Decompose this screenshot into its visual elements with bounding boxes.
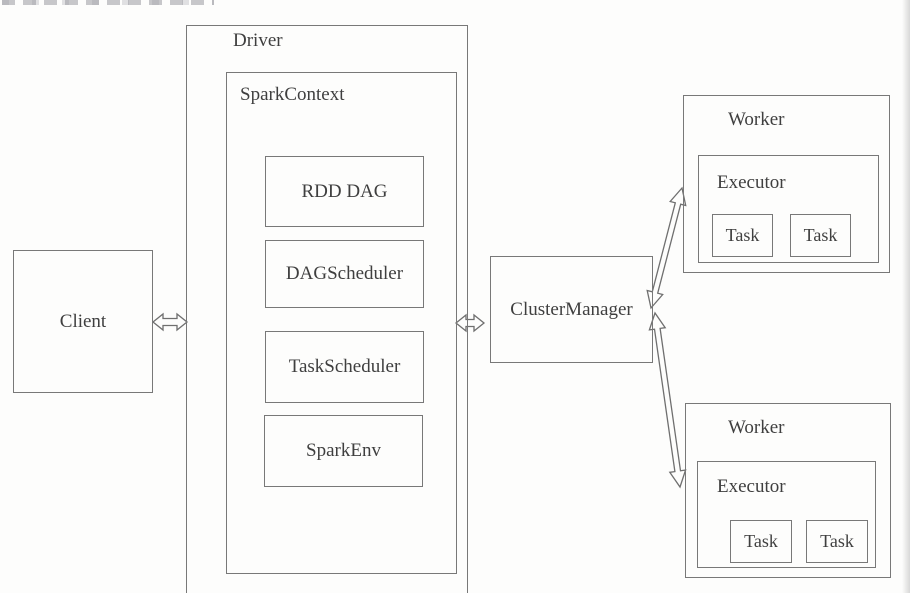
dagscheduler-box: DAGScheduler	[265, 240, 424, 308]
clustermanager-worker2-arrow	[648, 311, 687, 489]
sparkenv-label: SparkEnv	[306, 440, 381, 461]
executor-bottom-box: Executor Task Task	[697, 461, 876, 568]
task-box: Task	[806, 520, 868, 563]
taskscheduler-box: TaskScheduler	[265, 331, 424, 403]
taskscheduler-label: TaskScheduler	[288, 356, 401, 377]
worker-top-box: Worker Executor Task Task	[683, 95, 890, 273]
driver-label: Driver	[233, 30, 283, 51]
sparkenv-box: SparkEnv	[264, 415, 423, 487]
clustermanager-label: ClusterManager	[510, 298, 633, 320]
task-label: Task	[744, 531, 778, 551]
dagscheduler-label: DAGScheduler	[285, 263, 404, 284]
worker-bottom-label: Worker	[728, 417, 785, 438]
executor-top-box: Executor Task Task	[698, 155, 879, 263]
task-box: Task	[712, 214, 773, 257]
rdd-dag-box: RDD DAG	[265, 156, 424, 227]
worker-bottom-box: Worker Executor Task Task	[685, 403, 891, 578]
client-driver-arrow	[151, 312, 189, 332]
rdd-dag-label: RDD DAG	[301, 180, 388, 202]
client-box: Client	[13, 250, 153, 393]
page-edge-shade	[902, 0, 910, 593]
executor-top-label: Executor	[717, 172, 786, 193]
task-box: Task	[790, 214, 851, 257]
task-box: Task	[730, 520, 792, 563]
clustermanager-box: ClusterManager	[490, 256, 653, 363]
cropped-text-artifact	[2, 0, 214, 5]
client-label: Client	[59, 310, 107, 332]
driver-box: Driver SparkContext RDD DAG DAGScheduler…	[186, 25, 468, 593]
sparkcontext-label: SparkContext	[240, 84, 345, 105]
task-label: Task	[820, 531, 854, 551]
executor-bottom-label: Executor	[717, 476, 786, 497]
task-label: Task	[725, 225, 760, 245]
sparkcontext-box: SparkContext RDD DAG DAGScheduler TaskSc…	[226, 72, 457, 574]
worker-top-label: Worker	[728, 109, 785, 130]
task-label: Task	[803, 225, 838, 245]
